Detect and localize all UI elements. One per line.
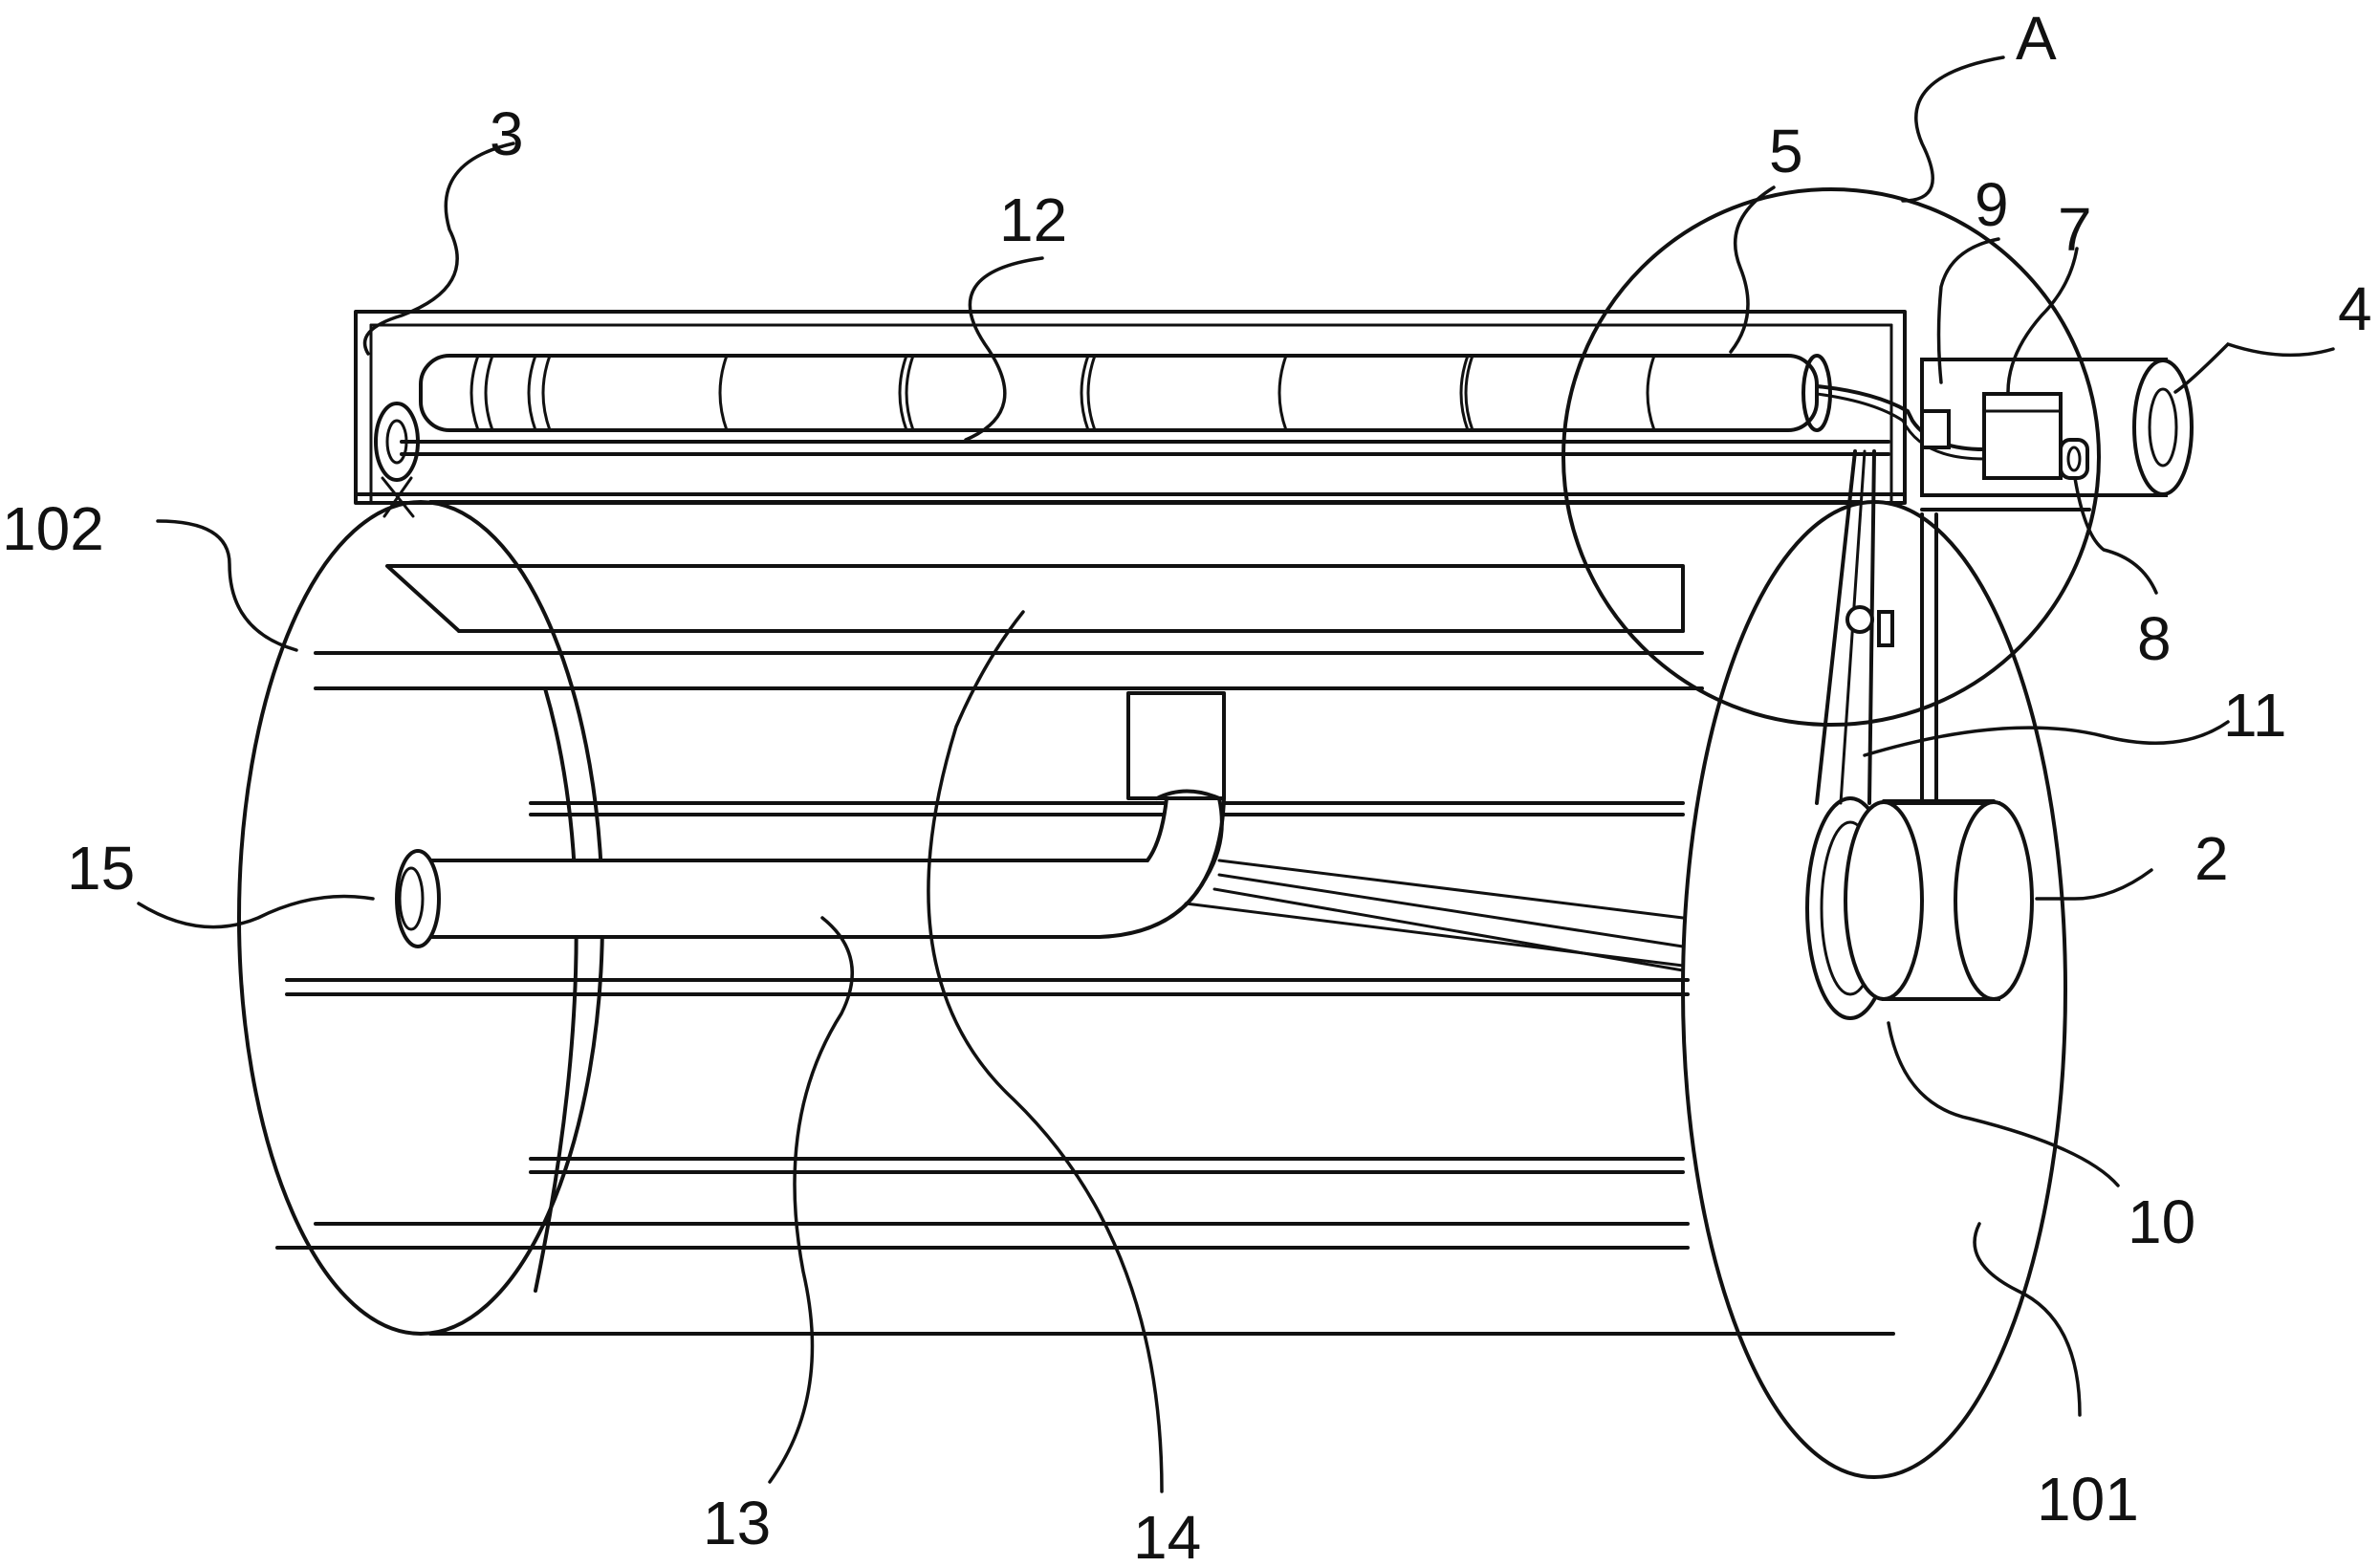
label-4: 4 xyxy=(2338,274,2372,343)
rod xyxy=(354,402,1907,518)
label-a: A xyxy=(2016,4,2057,73)
label-10: 10 xyxy=(2128,1187,2195,1256)
label-101: 101 xyxy=(2037,1465,2139,1534)
label-7: 7 xyxy=(2058,195,2092,264)
label-9: 9 xyxy=(1975,170,2009,239)
label-13: 13 xyxy=(703,1489,771,1557)
trough xyxy=(385,564,1685,800)
detail-circle-a xyxy=(1561,187,2101,727)
label-8: 8 xyxy=(2137,604,2172,673)
label-12: 12 xyxy=(999,185,1067,254)
drum xyxy=(237,500,2067,1479)
label-3: 3 xyxy=(490,99,524,168)
right-housing xyxy=(1815,358,2194,511)
reference-labels: 3 12 5 A 9 7 4 102 8 11 15 2 10 13 14 10… xyxy=(2,4,2372,1567)
pipe xyxy=(395,789,1685,972)
drive-assembly xyxy=(1805,449,2034,1020)
label-15: 15 xyxy=(67,834,135,903)
label-5: 5 xyxy=(1769,117,1803,185)
label-14: 14 xyxy=(1133,1503,1201,1567)
label-102: 102 xyxy=(2,494,104,563)
leader-lines xyxy=(137,55,2335,1493)
label-11: 11 xyxy=(2223,681,2286,750)
label-2: 2 xyxy=(2194,824,2229,893)
brush-roller xyxy=(419,354,1832,432)
